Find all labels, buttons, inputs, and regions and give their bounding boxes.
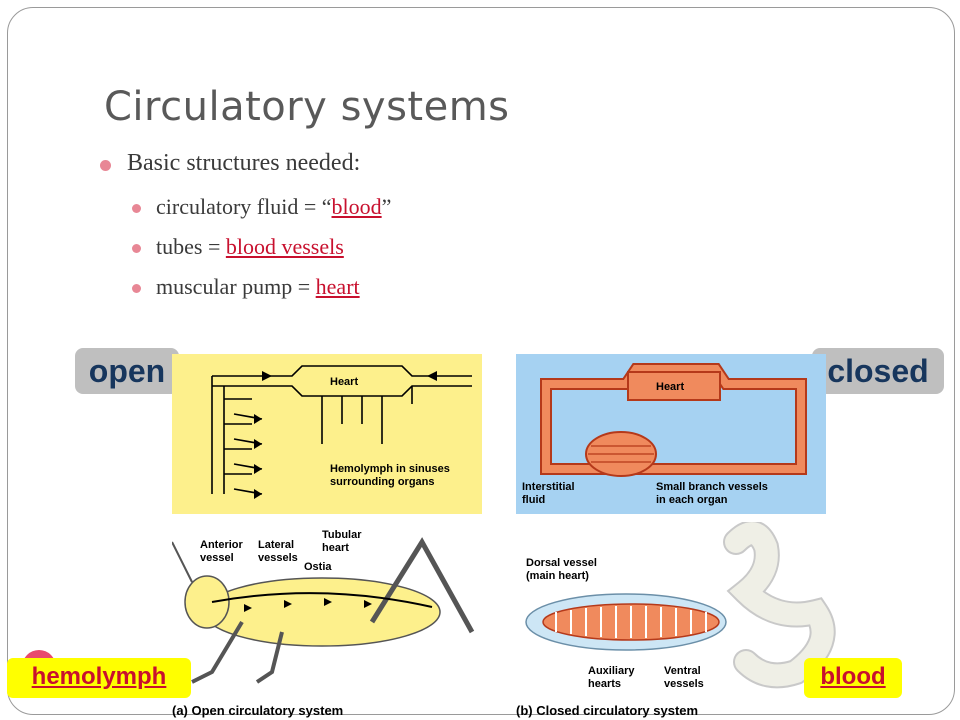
grasshopper-ostia-label: Ostia [304,561,332,573]
link-blood[interactable]: blood [331,194,382,219]
closed-system-diagram: Heart Interstitial fluid Small branch ve… [516,354,826,514]
earthworm-auxiliary-label-1: Auxiliary [588,665,635,677]
hemolymph-label[interactable]: hemolymph [7,658,191,698]
earthworm-dorsal-label-1: Dorsal vessel [526,557,597,569]
grasshopper-lateral-label-2: vessels [258,552,298,564]
earthworm-diagram: Dorsal vessel (main heart) Auxiliary hea… [525,522,836,690]
closed-interstitial-label-2: fluid [522,494,545,506]
grasshopper-lateral-label-1: Lateral [258,539,294,551]
open-tag: open [75,348,179,394]
closed-tag: closed [812,348,944,394]
closed-branch-label-2: in each organ [656,494,728,506]
closed-system-caption: (b) Closed circulatory system [516,703,699,718]
grasshopper-tubular-label-2: heart [322,542,349,554]
open-sinus-label-2: surrounding organs [330,476,435,488]
earthworm-icon [525,522,836,689]
grasshopper-anterior-label-1: Anterior [200,539,244,551]
open-system-diagram: Heart Hemolymph in sinuses surrounding o… [172,354,482,514]
open-arrowheads [254,371,437,499]
bullet-sub-pump-text: muscular pump = [156,274,316,299]
bullet-icon [132,244,141,253]
open-system-caption: (a) Open circulatory system [172,703,344,718]
grasshopper-icon [172,537,475,684]
closed-interstitial-label-1: Interstitial [522,481,575,493]
blood-label[interactable]: blood [804,658,902,698]
earthworm-dorsal-label-2: (main heart) [526,570,589,582]
bullet-sub-tubes-text: tubes = [156,234,226,259]
bullet-icon [100,160,111,171]
open-heart-label: Heart [330,376,358,388]
link-blood-vessels[interactable]: blood vessels [225,234,344,259]
bullet-sub-fluid-quote: ” [381,194,392,219]
grasshopper-anterior-label-2: vessel [200,552,234,564]
earthworm-auxiliary-label-2: hearts [588,678,621,690]
closed-branch-label-1: Small branch vessels [656,481,768,493]
bullet-icon [132,204,141,213]
closed-heart-shape [627,371,721,401]
closed-capillary-lines [588,445,654,463]
earthworm-ventral-label-1: Ventral [664,665,701,677]
bullet-sub-fluid-text: circulatory fluid = “ [156,194,332,219]
grasshopper-diagram: Anterior vessel Lateral vessels Tubular … [172,529,475,684]
open-sinus-label-1: Hemolymph in sinuses [330,463,450,475]
grasshopper-tubular-label-1: Tubular [322,529,362,541]
slide-title: Circulatory systems [104,84,510,130]
earthworm-ventral-label-2: vessels [664,678,704,690]
bullet-main-text: Basic structures needed: [127,150,361,176]
bullet-icon [132,284,141,293]
link-heart[interactable]: heart [315,274,360,299]
closed-heart-label: Heart [656,381,684,393]
